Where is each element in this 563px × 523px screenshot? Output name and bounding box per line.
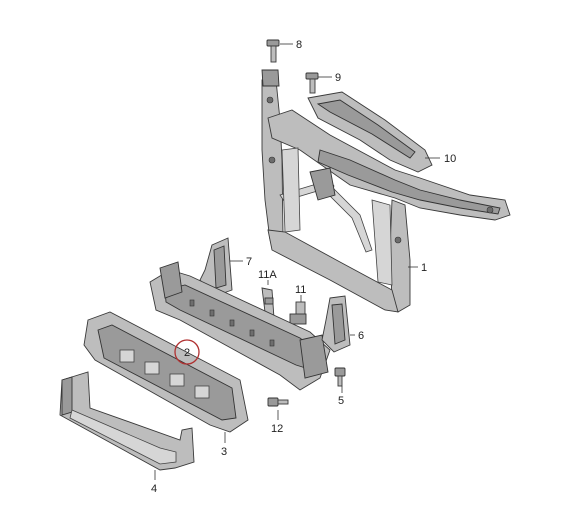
screw-9 xyxy=(305,72,319,94)
bumper-reinforcement-2 xyxy=(149,261,331,391)
sensor-11 xyxy=(289,301,307,325)
screw-8 xyxy=(266,39,280,63)
callout-12: 12 xyxy=(271,423,283,435)
bolt-5 xyxy=(334,367,346,387)
energy-absorber-3 xyxy=(83,311,249,433)
bracket-6 xyxy=(321,295,351,353)
highlight-circle xyxy=(174,339,200,365)
callout-1: 1 xyxy=(421,262,427,274)
callout-3: 3 xyxy=(221,446,227,458)
callout-4: 4 xyxy=(151,483,157,495)
absorber-cells xyxy=(119,349,210,399)
callout-10: 10 xyxy=(444,153,456,165)
air-guide-top xyxy=(307,91,433,173)
reinforcement-slots xyxy=(189,299,275,347)
callout-8: 8 xyxy=(296,39,302,51)
callout-7: 7 xyxy=(246,256,252,268)
bolt-12 xyxy=(267,397,289,407)
callout-2-highlight: 2 xyxy=(174,339,200,365)
lower-air-guide-4 xyxy=(59,371,195,471)
lock-carrier-frame xyxy=(261,69,511,313)
leader-lines xyxy=(154,43,440,480)
bracket-7 xyxy=(199,237,233,297)
callout-11: 11 xyxy=(295,284,306,296)
callout-5: 5 xyxy=(338,395,344,407)
callout-9: 9 xyxy=(335,72,341,84)
callout-6: 6 xyxy=(358,330,364,342)
callout-2: 2 xyxy=(184,347,190,359)
callout-11a: 11A xyxy=(258,269,277,281)
